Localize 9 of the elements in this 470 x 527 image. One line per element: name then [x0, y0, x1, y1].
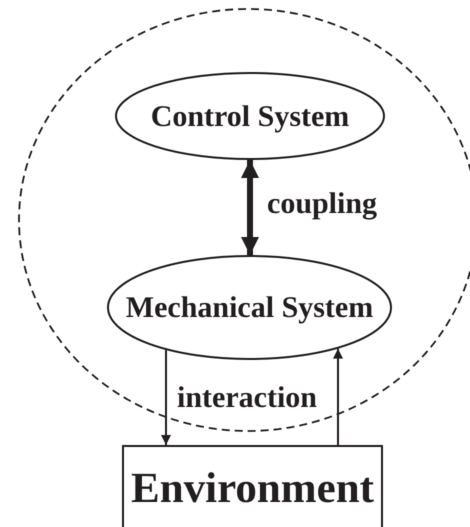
ellipse-node [107, 255, 392, 360]
arrow [161, 350, 171, 445]
node-label: Control System [150, 98, 350, 134]
process-box [122, 445, 383, 527]
ellipse-node [115, 72, 385, 160]
double-arrow [241, 160, 259, 255]
arrow [333, 348, 343, 445]
node-label: Mechanical System [126, 290, 374, 326]
node-label: Environment [131, 464, 374, 514]
